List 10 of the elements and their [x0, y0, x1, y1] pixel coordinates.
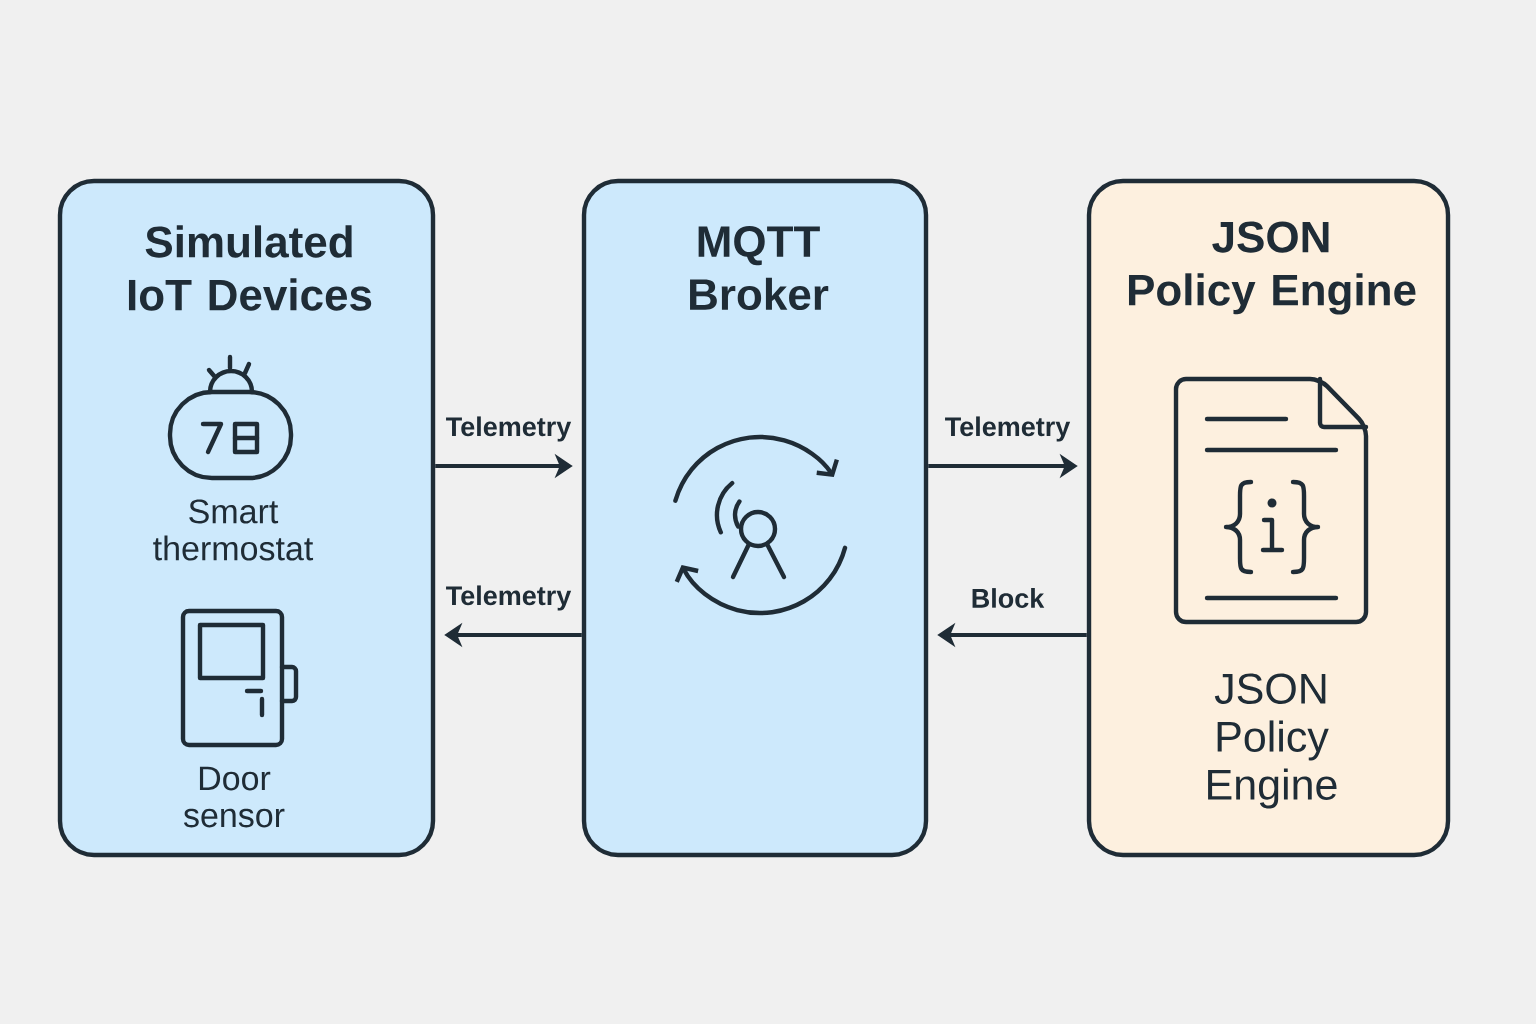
panel-title: Simulated IoT Devices [128, 225, 372, 311]
icon-caption: JSON Policy Engine [1208, 673, 1337, 809]
edge-label: Telemetry [446, 416, 572, 442]
edge-label: Telemetry [446, 585, 572, 611]
icon-caption: Door sensor [183, 766, 285, 828]
panel-title: JSON Policy Engine [1129, 221, 1416, 315]
panel-title: MQTT Broker [690, 225, 829, 311]
icon-caption: Smart thermostat [153, 499, 314, 561]
edge-label: Block [972, 588, 1045, 608]
edge-label: Telemetry [945, 416, 1071, 442]
